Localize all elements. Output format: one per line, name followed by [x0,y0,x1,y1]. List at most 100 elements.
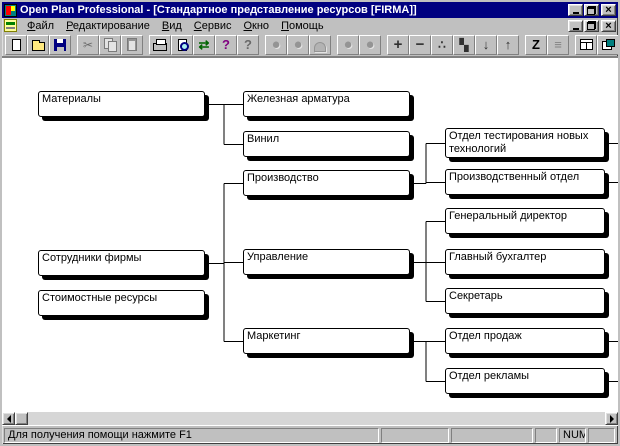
close-icon: × [605,4,612,16]
node-circle-2-button [337,34,359,55]
print-preview-icon [177,38,189,51]
restore-button[interactable] [584,4,599,16]
node-label: Стоимостные ресурсы [42,292,158,304]
resource-node-accountant[interactable]: Главный бухгалтер [445,249,605,275]
new-document-button[interactable] [5,34,27,55]
remove-minus-button[interactable] [409,34,431,55]
minimize-button[interactable] [568,4,583,16]
print-icon [153,38,167,51]
node-label: Производственный отдел [449,171,580,183]
open-folder-button[interactable] [27,34,49,55]
window-tile-icon [579,39,593,50]
toolbar-group [387,34,519,55]
menu-item-service[interactable]: Сервис [193,19,232,32]
menu-item-help[interactable]: Помощь [281,19,324,32]
resource-node-ads[interactable]: Отдел рекламы [445,368,605,394]
remove-minus-icon [416,37,425,52]
toolbar-group [149,34,259,55]
resource-node-sales[interactable]: Отдел продаж [445,328,605,354]
link-nodes-button[interactable] [431,34,453,55]
node-circle-question-button [287,34,309,55]
node-label: Главный бухгалтер [449,251,547,263]
resource-node-marketing[interactable]: Маркетинг [243,328,410,354]
node-circle-3-icon [365,37,374,52]
child-restore-button[interactable] [584,19,599,32]
add-plus-icon [394,37,403,52]
window-new-button[interactable] [597,34,618,55]
minimize-icon [572,12,579,14]
toolbar-group [265,34,331,55]
node-label: Винил [247,133,280,145]
context-help-icon [244,38,252,51]
arrow-left-icon [6,414,11,423]
zigzag-icon [532,38,540,51]
node-circle-button [265,34,287,55]
status-num-indicator: NUM [559,428,586,443]
print-preview-button[interactable] [171,34,193,55]
node-circle-3-button [359,34,381,55]
save-icon [54,38,66,51]
node-label: Секретарь [449,290,503,302]
resource-node-prod_dept[interactable]: Производственный отдел [445,169,605,195]
resource-node-cost[interactable]: Стоимостные ресурсы [38,290,205,316]
toolbar-group [337,34,381,55]
arrow-down-icon [483,38,490,51]
resource-node-employees[interactable]: Сотрудники фирмы [38,250,205,276]
scrollbar-thumb[interactable] [15,412,28,425]
scrollbar-track[interactable] [28,412,605,425]
menu-item-window[interactable]: Окно [243,19,270,32]
horizontal-scrollbar[interactable] [2,412,618,425]
new-document-icon [11,38,21,51]
document-icon[interactable] [4,19,17,32]
open-folder-icon [31,39,45,51]
node-label: Сотрудники фирмы [42,252,142,264]
window-tile-button[interactable] [575,34,597,55]
window-controls: × [567,4,616,16]
resource-node-testing[interactable]: Отдел тестирования новых технологий [445,128,605,158]
scroll-left-button[interactable] [2,412,15,425]
print-button[interactable] [149,34,171,55]
node-circle-2-icon [343,37,352,52]
save-button[interactable] [49,34,71,55]
status-panel-2 [381,428,449,443]
node-label: Отдел тестирования новых технологий [449,130,589,155]
arrow-up-button[interactable] [497,34,519,55]
resource-node-production[interactable]: Производство [243,170,410,196]
menu-item-view[interactable]: Вид [161,19,182,32]
cut-button [77,34,99,55]
resource-node-director[interactable]: Генеральный директор [445,208,605,234]
exchange-arrows-button[interactable] [193,34,215,55]
child-window-controls: × [567,19,616,32]
toolbar-group [77,34,143,55]
resource-node-iron[interactable]: Железная арматура [243,91,410,117]
zigzag-button[interactable] [525,34,547,55]
resource-node-management[interactable]: Управление [243,249,410,275]
toolbar-group [525,34,569,55]
add-plus-button[interactable] [387,34,409,55]
exchange-arrows-icon [199,38,210,51]
node-label: Железная арматура [247,93,350,105]
help-button[interactable] [215,34,237,55]
resource-node-vinyl[interactable]: Винил [243,131,410,157]
node-label: Материалы [42,93,101,105]
child-minimize-button[interactable] [568,19,583,32]
child-close-button[interactable]: × [601,19,616,32]
menu-item-file[interactable]: Файл [27,19,55,32]
resource-node-materials[interactable]: Материалы [38,91,205,117]
paste-button [121,34,143,55]
close-button[interactable]: × [601,4,616,16]
copy-button [99,34,121,55]
toolbar-group [5,34,71,55]
notes-button [547,34,569,55]
node-circle-question-icon [293,37,302,52]
arrow-down-button[interactable] [475,34,497,55]
cut-icon [83,38,93,51]
notes-icon [554,38,562,51]
scroll-right-button[interactable] [605,412,618,425]
connector-lines [209,104,618,382]
menu-item-edit[interactable]: Редактирование [66,19,150,32]
steps-button[interactable] [453,34,475,55]
node-label: Производство [247,172,319,184]
resource-node-secretary[interactable]: Секретарь [445,288,605,314]
